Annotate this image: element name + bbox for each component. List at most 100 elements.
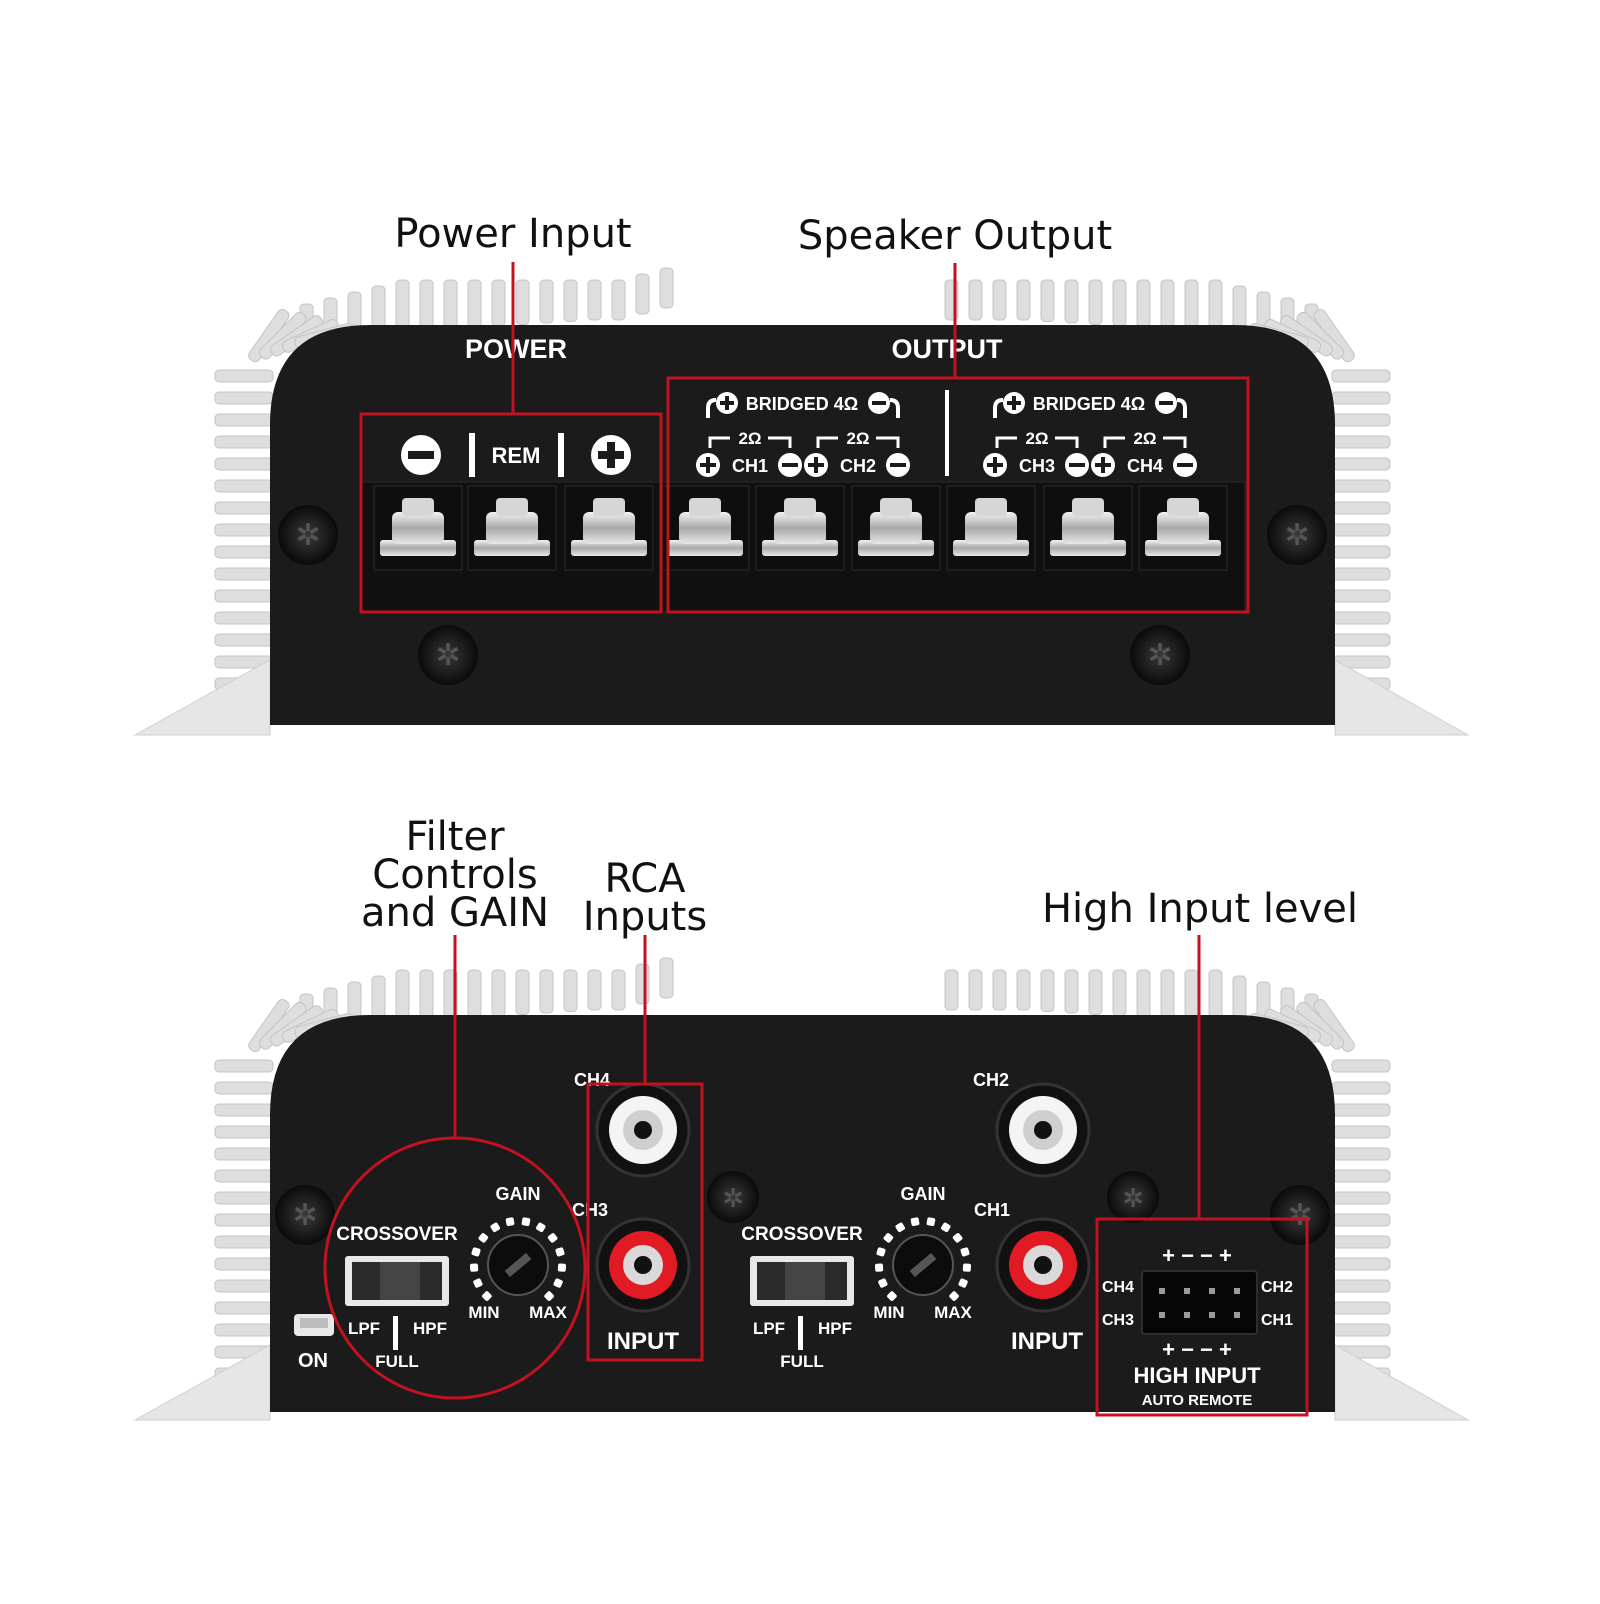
screw-icon: ✲ bbox=[1130, 625, 1190, 685]
fin bbox=[214, 1081, 274, 1095]
fin bbox=[1136, 969, 1151, 1018]
fin bbox=[1331, 1235, 1391, 1249]
fin bbox=[1331, 1323, 1391, 1337]
terminal-screw[interactable] bbox=[1157, 512, 1209, 544]
bottom-left-foot bbox=[133, 1344, 271, 1421]
rem-label: REM bbox=[492, 443, 541, 468]
fin bbox=[587, 279, 602, 321]
fin bbox=[214, 1147, 274, 1161]
gain-tick bbox=[536, 1222, 546, 1233]
fin bbox=[214, 1169, 274, 1183]
rca-jack-ch2[interactable] bbox=[995, 1082, 1091, 1178]
screw-icon: ✲ bbox=[1267, 505, 1327, 565]
gain-tick bbox=[557, 1263, 567, 1272]
ch2-label: CH2 bbox=[840, 456, 876, 476]
fin bbox=[1016, 969, 1031, 1011]
terminal-screw[interactable] bbox=[583, 512, 635, 544]
fin bbox=[1331, 1169, 1391, 1183]
rca-inputs-callout: RCA Inputs bbox=[570, 856, 720, 937]
rca-ch4-label: CH4 bbox=[574, 1070, 610, 1090]
rca-ch2-label: CH2 bbox=[973, 1070, 1009, 1090]
minus-icon bbox=[1065, 453, 1089, 477]
fin bbox=[1331, 567, 1391, 581]
svg-text:✲: ✲ bbox=[722, 1184, 744, 1214]
gain-knob[interactable] bbox=[892, 1234, 954, 1296]
gain-tick bbox=[876, 1247, 886, 1257]
terminal-screw[interactable] bbox=[870, 512, 922, 544]
fin bbox=[214, 1059, 274, 1073]
gain-tick bbox=[895, 1222, 905, 1233]
terminal-screw[interactable] bbox=[965, 512, 1017, 544]
gain-tick bbox=[962, 1263, 972, 1272]
hi-ch3-label: CH3 bbox=[1102, 1312, 1134, 1329]
speaker-output-highlight bbox=[666, 376, 1250, 614]
min-label: MIN bbox=[468, 1303, 499, 1322]
fin bbox=[1184, 969, 1199, 1021]
fin bbox=[1064, 969, 1079, 1014]
ohm-label: 2Ω bbox=[738, 429, 761, 448]
rca-ch3-label: CH3 bbox=[572, 1200, 608, 1220]
high-input-highlight bbox=[1095, 1217, 1309, 1417]
crossover-label: CROSSOVER bbox=[741, 1224, 863, 1245]
terminal-screw[interactable] bbox=[774, 512, 826, 544]
gain-label: GAIN bbox=[901, 1184, 946, 1204]
full-label: FULL bbox=[375, 1352, 418, 1371]
bottom-heatsink-fins bbox=[214, 957, 1391, 1381]
high-input-connector[interactable] bbox=[1141, 1270, 1258, 1335]
gain-tick bbox=[555, 1247, 565, 1257]
terminal-screw[interactable] bbox=[679, 512, 731, 544]
fin bbox=[1160, 279, 1175, 330]
gain-tick bbox=[490, 1222, 500, 1233]
rca-inputs-line-1: RCA bbox=[604, 856, 686, 902]
gain-knob[interactable] bbox=[487, 1234, 549, 1296]
speaker-output-callout: Speaker Output bbox=[780, 216, 1130, 256]
screw-icon: ✲ bbox=[1107, 1171, 1159, 1223]
fin bbox=[1064, 279, 1079, 324]
terminal-screw[interactable] bbox=[392, 512, 444, 544]
fin bbox=[214, 1125, 274, 1139]
fin bbox=[587, 969, 602, 1011]
gain-tick bbox=[926, 1217, 936, 1227]
high-input-label: HIGH INPUT bbox=[1133, 1363, 1261, 1388]
fin bbox=[214, 457, 274, 471]
fin bbox=[1331, 1301, 1391, 1315]
plus-icon bbox=[804, 453, 828, 477]
bottom-right-foot bbox=[1334, 1344, 1470, 1421]
gain-label: GAIN bbox=[496, 1184, 541, 1204]
gain-tick bbox=[874, 1263, 884, 1272]
screw-icon: ✲ bbox=[1270, 1185, 1330, 1245]
fin bbox=[214, 589, 274, 603]
fin bbox=[1331, 1257, 1391, 1271]
fin bbox=[1331, 501, 1391, 515]
gain-tick bbox=[910, 1217, 920, 1227]
fin bbox=[214, 391, 274, 405]
rca-jack-ch4[interactable] bbox=[595, 1082, 691, 1178]
terminal-screw[interactable] bbox=[1062, 512, 1114, 544]
terminal-screw[interactable] bbox=[486, 512, 538, 544]
fin bbox=[467, 969, 482, 1018]
terminal-screw-head bbox=[975, 498, 1007, 516]
filter-controls-line-3: and GAIN bbox=[360, 890, 550, 936]
fin bbox=[1331, 435, 1391, 449]
fin bbox=[1331, 1059, 1391, 1073]
max-label: MAX bbox=[934, 1303, 972, 1322]
gain-tick bbox=[521, 1217, 531, 1227]
connector-pin bbox=[1234, 1312, 1240, 1318]
hpf-label: HPF bbox=[818, 1319, 852, 1338]
fin bbox=[1331, 523, 1391, 537]
fin bbox=[214, 1301, 274, 1315]
rca-jack-ch1[interactable] bbox=[995, 1217, 1091, 1313]
high-input-level-text: High Input level bbox=[1041, 886, 1359, 932]
rca-jack-ch3[interactable] bbox=[595, 1217, 691, 1313]
fin bbox=[1331, 457, 1391, 471]
fin bbox=[214, 1235, 274, 1249]
gain-tick bbox=[478, 1233, 489, 1243]
output-label: OUTPUT bbox=[892, 334, 1004, 364]
fin bbox=[659, 267, 674, 309]
fin bbox=[1088, 969, 1103, 1015]
fin bbox=[1331, 1081, 1391, 1095]
bridged-group-2: BRIDGED 4Ω 2Ω 2Ω CH3 CH4 bbox=[983, 392, 1197, 477]
fin bbox=[1331, 369, 1391, 383]
connector-pin bbox=[1184, 1288, 1190, 1294]
fin bbox=[214, 369, 274, 383]
